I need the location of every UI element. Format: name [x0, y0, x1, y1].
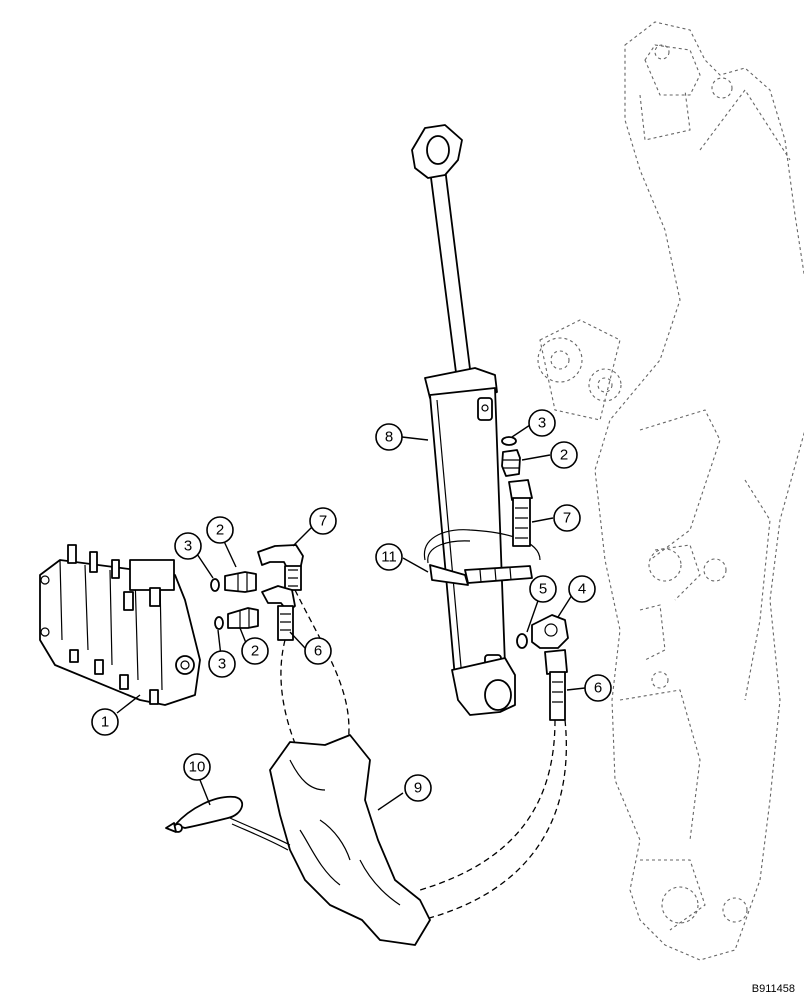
callout-7-left: 7 [309, 507, 337, 535]
callout-8: 8 [375, 423, 403, 451]
svg-text:7: 7 [563, 510, 571, 527]
svg-text:9: 9 [414, 780, 422, 797]
callout-2-left-upper: 2 [206, 516, 234, 544]
callout-3-left-lower: 3 [208, 650, 236, 678]
callout-4: 4 [568, 575, 596, 603]
right-fittings [501, 436, 569, 721]
svg-text:6: 6 [594, 680, 602, 697]
callout-6-right: 6 [584, 674, 612, 702]
svg-text:4: 4 [578, 581, 586, 598]
leader-lines [116, 424, 586, 811]
svg-text:3: 3 [218, 656, 226, 673]
left-fittings [210, 544, 304, 641]
hydraulic-cylinder [411, 124, 516, 716]
svg-text:3: 3 [538, 415, 546, 432]
callout-3-right: 3 [528, 409, 556, 437]
svg-text:7: 7 [319, 513, 327, 530]
svg-text:2: 2 [251, 643, 259, 660]
callout-2-right: 2 [550, 441, 578, 469]
callout-7-right: 7 [553, 504, 581, 532]
callout-6-left: 6 [304, 637, 332, 665]
svg-text:2: 2 [216, 522, 224, 539]
tie-strap [165, 795, 291, 851]
svg-text:3: 3 [184, 538, 192, 555]
svg-text:8: 8 [385, 429, 393, 446]
svg-text:10: 10 [189, 759, 206, 776]
svg-text:5: 5 [539, 581, 547, 598]
svg-text:6: 6 [314, 643, 322, 660]
control-valve [39, 544, 201, 706]
callout-2-left-lower: 2 [241, 637, 269, 665]
svg-text:2: 2 [560, 447, 568, 464]
boom-arm-outline [537, 21, 804, 961]
figure-reference: B911458 [752, 983, 795, 995]
callout-11: 11 [375, 543, 403, 571]
callout-3-left-upper: 3 [174, 532, 202, 560]
svg-text:1: 1 [101, 714, 109, 731]
svg-text:11: 11 [381, 549, 397, 566]
callout-9: 9 [404, 774, 432, 802]
protective-cover-bag [269, 734, 431, 946]
callout-10: 10 [183, 753, 211, 781]
hose-clamp [423, 529, 541, 586]
callout-5: 5 [529, 575, 557, 603]
callout-1: 1 [91, 708, 119, 736]
